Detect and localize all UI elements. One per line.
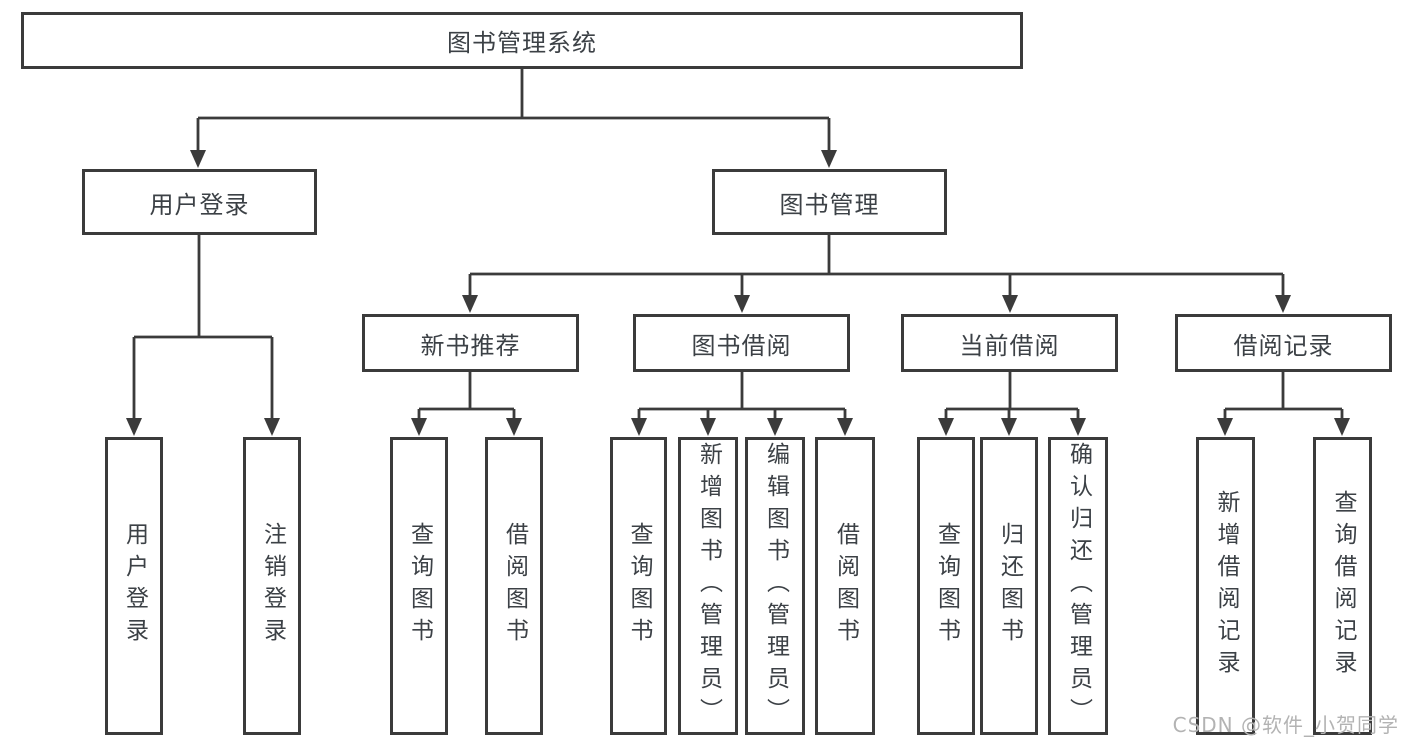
node-label: 新增图书（管理员） — [695, 442, 722, 730]
node-label: 查询借阅记录 — [1330, 490, 1356, 682]
node-label: 查询图书 — [626, 522, 652, 650]
leaf-query-book-recommend: 查询图书 — [390, 437, 448, 735]
node-label: 查询图书 — [933, 522, 960, 650]
leaf-user-login: 用户登录 — [105, 437, 163, 735]
node-new-book-recommend: 新书推荐 — [362, 314, 579, 372]
leaf-return-book: 归还图书 — [980, 437, 1038, 735]
node-label: 用户登录 — [149, 190, 250, 219]
leaf-borrow-book-recommend: 借阅图书 — [485, 437, 543, 735]
node-label: 借阅图书 — [832, 522, 859, 650]
node-label: 当前借阅 — [959, 331, 1060, 360]
leaf-query-book-current: 查询图书 — [917, 437, 975, 735]
node-current-borrow: 当前借阅 — [901, 314, 1118, 372]
node-book-borrow: 图书借阅 — [633, 314, 850, 372]
node-label: 图书借阅 — [691, 331, 792, 360]
leaf-add-book-admin: 新增图书（管理员） — [678, 437, 738, 735]
node-user-login: 用户登录 — [82, 169, 317, 235]
node-label: 新增借阅记录 — [1213, 490, 1239, 682]
leaf-query-book-borrow: 查询图书 — [610, 437, 667, 735]
node-label: 归还图书 — [996, 522, 1023, 650]
node-label: 图书管理系统 — [447, 29, 597, 57]
node-label: 确认归还（管理员） — [1065, 442, 1092, 730]
node-label: 借阅图书 — [501, 522, 528, 650]
node-label: 编辑图书（管理员） — [762, 442, 789, 730]
node-borrow-record: 借阅记录 — [1175, 314, 1392, 372]
node-label: 用户登录 — [121, 522, 148, 650]
node-book-management: 图书管理 — [712, 169, 947, 235]
leaf-query-borrow-record: 查询借阅记录 — [1313, 437, 1372, 735]
node-label: 图书管理 — [779, 190, 880, 219]
node-library-management-system: 图书管理系统 — [21, 12, 1023, 69]
leaf-edit-book-admin: 编辑图书（管理员） — [745, 437, 805, 735]
leaf-confirm-return-admin: 确认归还（管理员） — [1048, 437, 1108, 735]
csdn-watermark: CSDN @软件_小贺同学 — [1172, 713, 1399, 737]
leaf-logout: 注销登录 — [243, 437, 301, 735]
node-label: 注销登录 — [259, 522, 286, 650]
node-label: 新书推荐 — [420, 331, 521, 360]
leaf-add-borrow-record: 新增借阅记录 — [1196, 437, 1255, 735]
leaf-borrow-book: 借阅图书 — [815, 437, 875, 735]
node-label: 借阅记录 — [1233, 331, 1334, 360]
node-label: 查询图书 — [406, 522, 433, 650]
